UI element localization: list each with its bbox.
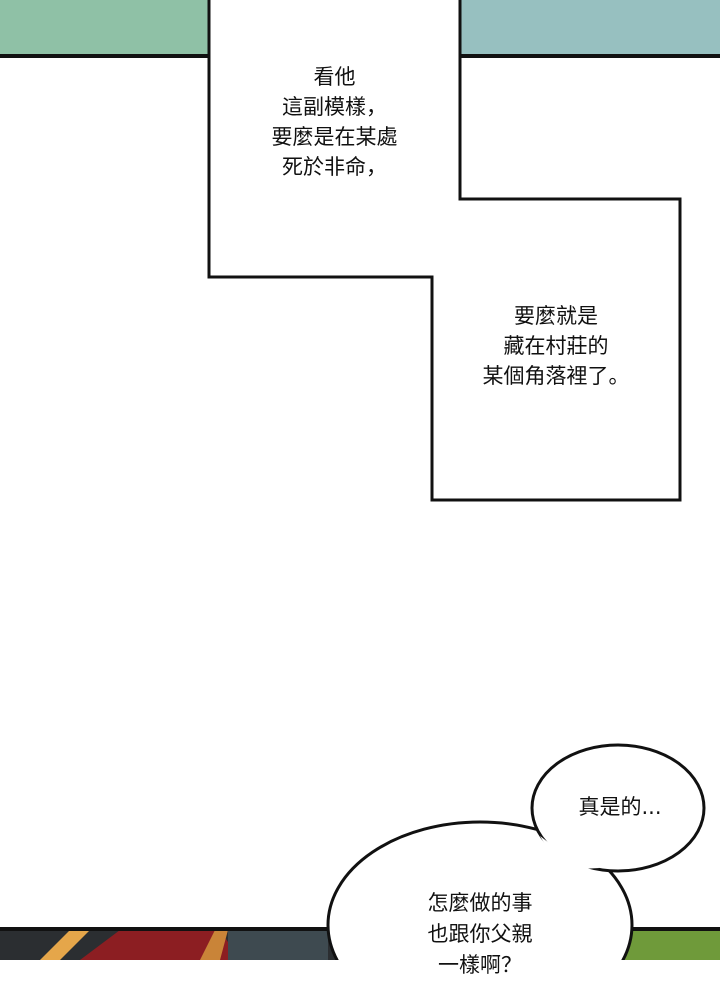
bubble-line: 怎麼做的事 (427, 891, 533, 915)
top-left-panel (0, 0, 208, 55)
caption-line: 要麼就是 (514, 304, 598, 328)
caption-line: 看他 (313, 65, 356, 89)
caption-panel-border (207, 0, 682, 502)
caption-1: 看他這副模樣， 要麼是在某處死於非命， (209, 62, 460, 182)
panel-art (0, 0, 720, 960)
bubble-line: 也跟你父親 (427, 922, 533, 946)
caption-line: 死於非命， (282, 155, 387, 179)
bubble-small-text: 真是的... (578, 795, 662, 819)
caption-line: 藏在村莊的 (503, 334, 609, 358)
bubble-large-text: 怎麼做的事也跟你父親一樣啊？ (380, 888, 580, 981)
caption-2: 要麼就是藏在村莊的某個角落裡了。 (432, 301, 680, 391)
caption-line: 某個角落裡了。 (482, 364, 630, 388)
speech-bubble-small (530, 743, 706, 873)
caption-line: 要麼是在某處 (271, 125, 398, 149)
bubble-line: 一樣啊？ (438, 953, 522, 977)
top-right-panel (460, 0, 720, 55)
caption-line: 這副模樣， (282, 95, 387, 119)
